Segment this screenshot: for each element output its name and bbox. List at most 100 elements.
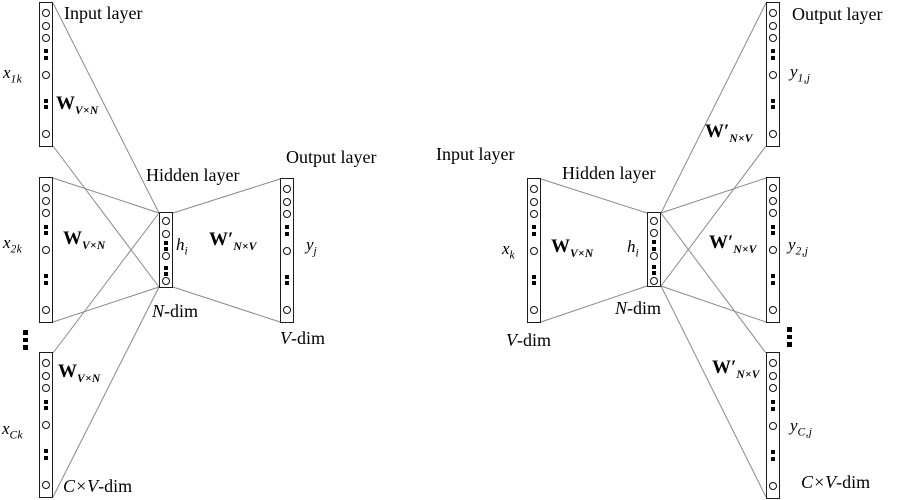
var-x-subscript: k [509, 249, 515, 262]
vector-cell-dots [44, 449, 48, 460]
hidden-layer-title-right: Hidden layer [562, 163, 656, 183]
output-vector-left [280, 178, 294, 323]
hidden-vector-label-right: hi [627, 238, 639, 260]
connection-line [52, 177, 160, 214]
vector-cell-circle [769, 208, 777, 217]
vector-cell-circle [530, 184, 538, 193]
vector-cell-dots [44, 274, 48, 285]
var-y: y [788, 235, 796, 254]
vector-cell-circle [650, 276, 658, 285]
connection-line [52, 286, 160, 323]
vector-cell-circle [283, 246, 291, 255]
vector-cell-circle [530, 209, 538, 218]
dim-suffix: -dim [164, 301, 199, 321]
var-y: y [790, 416, 798, 435]
connection-line [660, 145, 767, 287]
vector-cell-circle [769, 183, 777, 192]
vector-cell-circle [42, 246, 50, 255]
vector-cell-circle [42, 33, 50, 42]
dim-suffix: -dim [836, 472, 871, 492]
vector-cell-circle [769, 33, 777, 42]
var-h: h [176, 235, 185, 254]
weight-prime-matrix-label-3: W′N×V [712, 358, 760, 381]
vector-cell-circle [42, 306, 50, 315]
vector-cell-circle [283, 184, 291, 193]
weight-matrix-label-1: WV×N [56, 94, 98, 117]
vector-cell-dots [771, 400, 775, 411]
vector-cell-dots [771, 98, 775, 110]
dim-CxV: C×V [63, 476, 99, 496]
output-vector-3-label: yC,j [790, 416, 813, 439]
hidden-dim-label-right: N-dim [615, 299, 661, 318]
output-dim-label-left: V-dim [280, 329, 325, 348]
dim-V: V [280, 328, 291, 348]
input-vector-1-label: x1k [3, 63, 22, 86]
vertical-ellipsis-right [787, 327, 792, 347]
matrix-W-prime-subscript: N×V [736, 368, 760, 381]
vector-cell-dots [652, 264, 656, 276]
var-y-subscript: j [313, 245, 318, 258]
output-vector-yC [766, 352, 780, 499]
vector-cell-dots [771, 224, 775, 236]
matrix-W-prime-subscript: N×V [233, 240, 257, 253]
dim-N: N [152, 301, 165, 321]
input-total-dim-label-left: C×V-dim [63, 477, 132, 496]
vector-cell-circle [42, 421, 50, 430]
vector-cell-dots [44, 98, 48, 110]
vector-cell-dots [44, 224, 48, 236]
dim-suffix: -dim [98, 476, 133, 496]
vector-cell-circle [769, 384, 777, 393]
dim-suffix: -dim [627, 298, 662, 318]
weight-prime-matrix-label-1: W′N×V [705, 122, 753, 145]
weight-prime-matrix-label-left: W′N×V [209, 230, 257, 253]
connection-line [660, 285, 767, 498]
matrix-W-subscript: V×N [77, 372, 101, 385]
vector-cell-circle [42, 21, 50, 30]
weight-matrix-label-3: WV×N [58, 362, 100, 385]
vector-cell-dots [44, 399, 48, 411]
var-x-subscript: 2k [10, 243, 23, 256]
vector-cell-circle [42, 8, 50, 17]
vector-cell-circle [162, 229, 170, 238]
matrix-W-subscript: V×N [75, 104, 99, 117]
matrix-W: W [63, 228, 82, 249]
connection-line [52, 286, 160, 498]
vector-cell-circle [42, 371, 50, 380]
connection-line [540, 285, 648, 323]
vector-cell-circle [530, 306, 538, 315]
vector-cell-dots [652, 240, 656, 251]
output-layer-title-left: Output layer [286, 147, 377, 167]
vector-cell-dots [532, 225, 536, 236]
matrix-W-prime-subscript: N×V [733, 243, 757, 256]
var-x: x [3, 63, 11, 82]
matrix-W: W [551, 236, 570, 257]
output-vector-y2 [766, 177, 780, 323]
var-h-subscript: i [635, 247, 639, 260]
matrix-W: W [56, 93, 75, 114]
vector-cell-dots [285, 225, 289, 236]
matrix-W-prime: W′ [705, 121, 730, 142]
output-total-dim-label-right: C×V-dim [801, 473, 870, 492]
connection-line [172, 178, 281, 214]
matrix-W: W [58, 361, 77, 382]
weight-matrix-label-2: WV×N [63, 229, 105, 252]
dim-V: V [506, 330, 517, 350]
vector-cell-circle [42, 130, 50, 139]
input-vector-x1k [39, 2, 53, 147]
vector-cell-dots [771, 49, 775, 60]
connection-line [660, 285, 767, 323]
input-vector-2-label: x2k [3, 234, 23, 256]
input-vector-xk [527, 178, 541, 323]
output-layer-title-right: Output layer [792, 4, 883, 24]
output-vector-1-label: y1,j [790, 63, 810, 85]
vector-cell-circle [283, 197, 291, 206]
vector-cell-circle [650, 229, 658, 238]
dim-suffix: -dim [517, 330, 551, 350]
matrix-W-prime: W′ [209, 229, 234, 250]
var-y-subscript: C,j [797, 426, 813, 439]
vector-cell-dots [44, 49, 48, 60]
vector-cell-circle [769, 358, 777, 367]
input-vector-3-label: xCk [2, 420, 23, 442]
vector-cell-circle [162, 277, 170, 286]
